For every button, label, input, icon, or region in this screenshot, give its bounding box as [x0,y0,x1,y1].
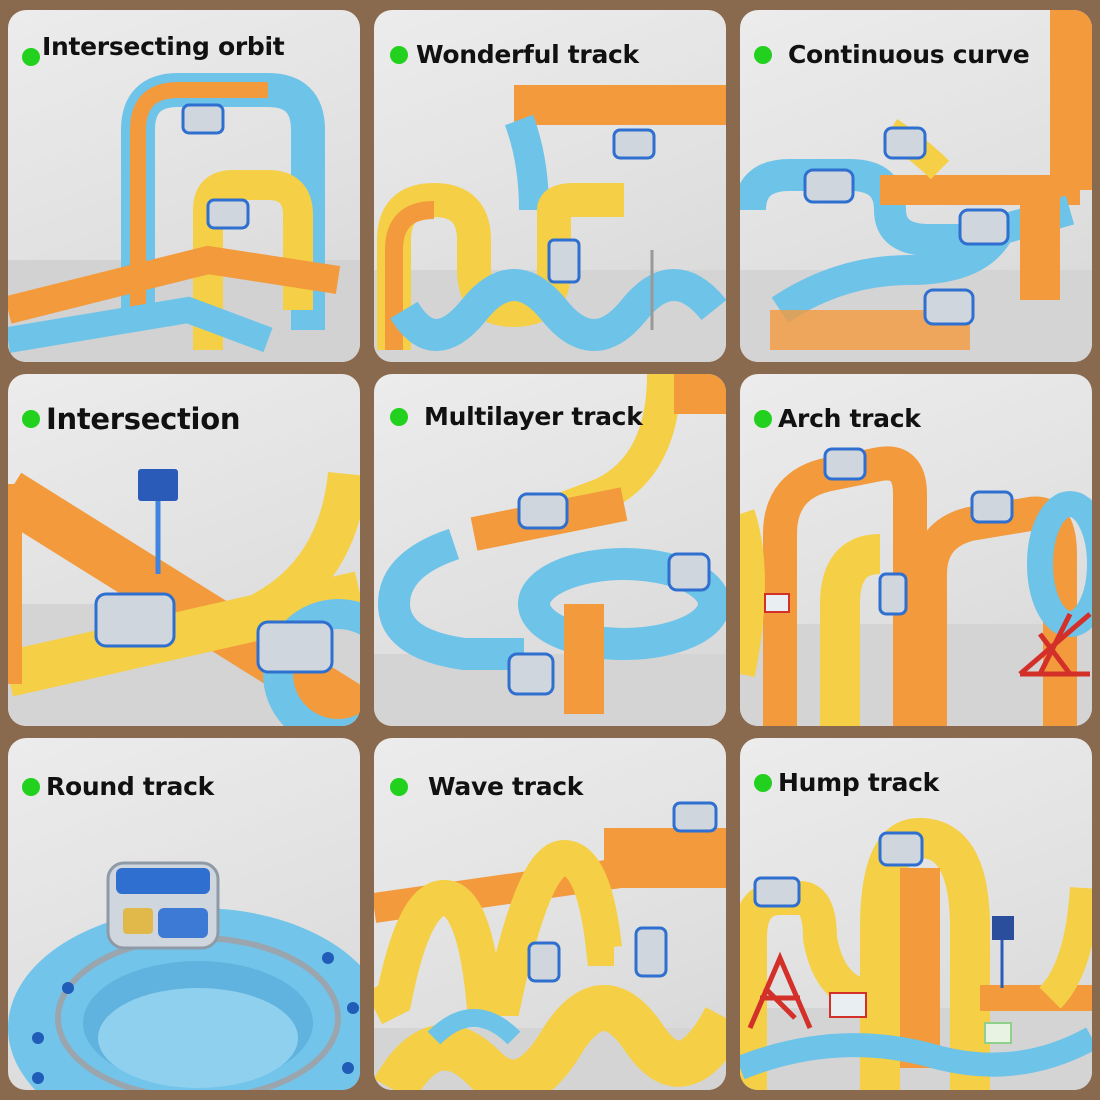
panel-title: Intersecting orbit [22,26,285,66]
track-scene-image [740,446,1092,726]
green-dot-icon [22,777,40,796]
panel-title-text: Wonderful track [416,40,639,69]
track-scene-image [8,861,360,1090]
panel-continuous-curve: Continuous curve [740,10,1092,362]
track-scene-image [740,10,1092,362]
panel-title-text: Hump track [778,768,939,797]
panel-title: Multilayer track [390,402,643,431]
panel-hump-track: Hump track [740,738,1092,1090]
green-dot-icon [754,773,772,792]
panel-title-text: Round track [46,772,214,801]
green-dot-icon [390,777,408,796]
panel-title: Continuous curve [754,40,1030,69]
panel-multilayer-track: Multilayer track [374,374,726,726]
panel-title-text: Multilayer track [424,402,643,431]
panel-title-text: Continuous curve [788,40,1030,69]
green-dot-icon [754,409,772,428]
green-dot-icon [390,45,408,64]
panel-title-text: Arch track [778,404,921,433]
panel-wonderful-track: Wonderful track [374,10,726,362]
panel-title: Wonderful track [390,40,639,69]
green-dot-icon [22,48,40,66]
green-dot-icon [22,410,40,428]
green-dot-icon [390,407,408,426]
panel-arch-track: Arch track [740,374,1092,726]
panel-round-track: Round track [8,738,360,1090]
panel-title: Hump track [754,768,939,797]
panel-title: Intersection [22,402,240,436]
panel-title-text: Intersecting orbit [42,31,285,61]
track-scene-image [8,73,360,362]
panel-title: Round track [22,772,214,801]
panel-intersecting-orbit: Intersecting orbit [8,10,360,362]
panel-title: Arch track [754,404,921,433]
track-scene-image [374,801,726,1090]
panel-title: Wave track [390,772,583,801]
green-dot-icon [754,45,772,64]
track-scene-image [8,469,360,726]
panel-wave-track: Wave track [374,738,726,1090]
track-scene-image [374,374,726,726]
panel-title-text: Intersection [46,402,241,436]
panel-intersection: Intersection [8,374,360,726]
panel-title-text: Wave track [428,772,584,801]
track-scene-image [740,817,1092,1090]
track-scene-image [374,85,726,362]
